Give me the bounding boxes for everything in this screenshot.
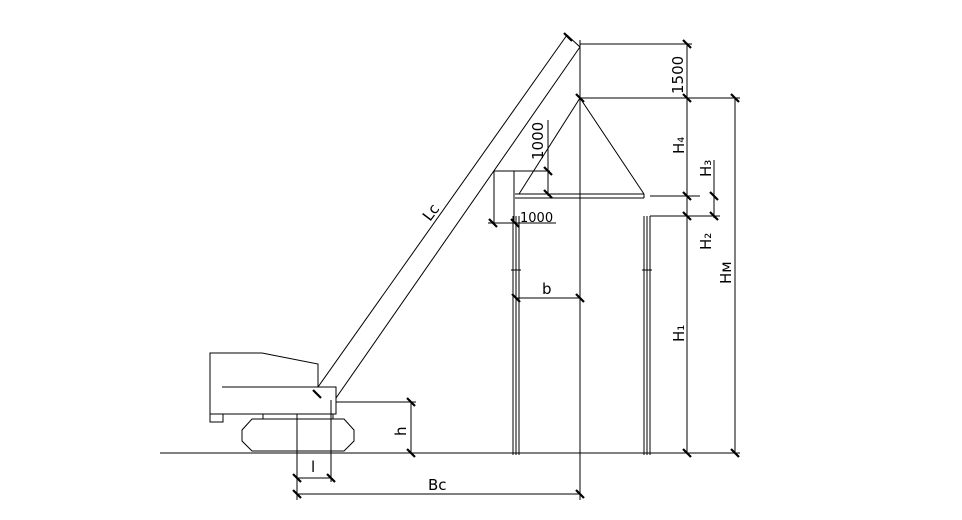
dim-b xyxy=(511,293,585,303)
dim-h xyxy=(336,397,416,458)
h3-label: H₃ xyxy=(697,160,715,177)
h4-label: H₄ xyxy=(670,137,688,154)
dim-b-label: b xyxy=(542,280,552,298)
crane-counterweight xyxy=(209,413,224,423)
dim-bc-label: Bc xyxy=(428,476,447,494)
dim-1000-horizontal xyxy=(488,218,556,228)
crane-cab xyxy=(209,352,337,415)
crane-turntable xyxy=(262,413,334,420)
dim-h-label: h xyxy=(392,426,410,436)
crane xyxy=(209,352,355,452)
h2-label: H₂ xyxy=(697,233,715,250)
column-right xyxy=(642,215,690,455)
boom-label: Lc xyxy=(419,200,443,224)
column-left xyxy=(511,216,521,455)
dim-1000-vertical xyxy=(543,120,553,199)
height-dimensions xyxy=(644,93,740,458)
dim-l-label: l xyxy=(311,458,315,476)
hm-label: Hм xyxy=(717,261,735,284)
crane-track xyxy=(241,418,355,452)
dim-1500-label: 1500 xyxy=(669,56,687,94)
adjacent-structure xyxy=(493,170,515,224)
dim-bc xyxy=(292,489,585,499)
dim-1000-vertical-label: 1000 xyxy=(529,122,547,160)
dim-1000-horizontal-label: 1000 xyxy=(520,211,553,226)
dim-l xyxy=(292,389,336,500)
h1-label: H₁ xyxy=(670,325,688,342)
dim-1500 xyxy=(563,32,740,103)
